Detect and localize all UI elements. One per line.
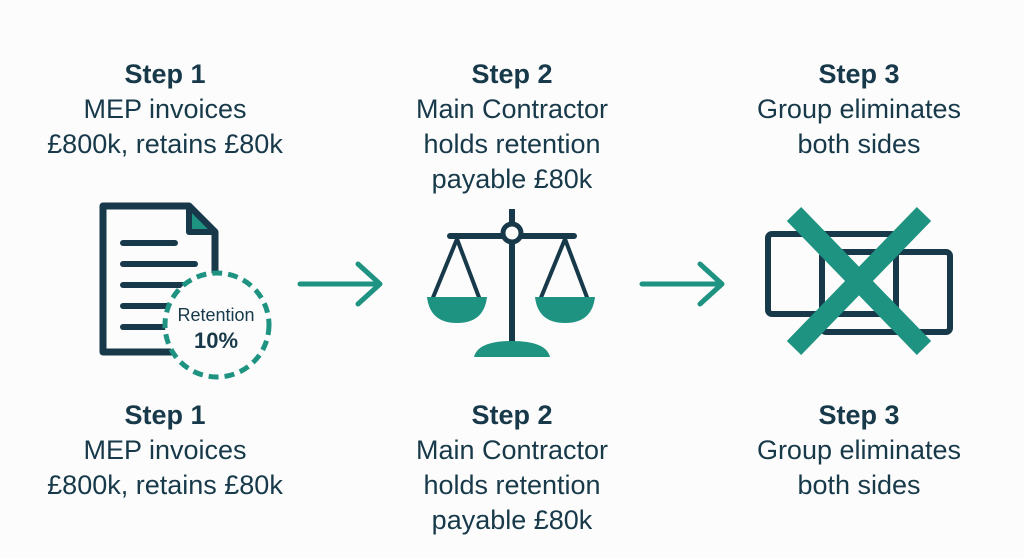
step-title: Step 1 [124,59,206,89]
step-description-line: MEP invoices [83,94,247,124]
retention-badge-value: 10% [194,328,238,353]
step-title: Step 2 [471,59,553,89]
step-description-line: MEP invoices [83,435,247,465]
step-description-line: holds retention [423,129,601,159]
step-2-bottom-caption: Step 2 Main Contractor holds retention p… [362,398,662,538]
step-1-bottom-caption: Step 1 MEP invoices £800k, retains £80k [15,398,315,503]
step-description-line: Group eliminates [756,94,962,124]
step-title: Step 3 [818,59,900,89]
step-title: Step 3 [818,400,900,430]
step-description-line: Main Contractor [415,435,609,465]
step-description-line: Main Contractor [415,94,609,124]
step-1-top-caption: Step 1 MEP invoices £800k, retains £80k [15,57,315,162]
step-description-line: both sides [797,129,921,159]
elimination-cross-icon [765,207,953,355]
step-2-top-caption: Step 2 Main Contractor holds retention p… [362,57,662,197]
step-description-line: £800k, retains £80k [47,129,283,159]
step-title: Step 1 [124,400,206,430]
step-description-line: £800k, retains £80k [47,470,283,500]
arrow-right-icon [297,261,383,307]
step-description-line: Group eliminates [756,435,962,465]
step-description-line: payable £80k [431,505,593,535]
balance-scale-icon [427,209,595,357]
step-3-bottom-caption: Step 3 Group eliminates both sides [709,398,1009,503]
retention-badge: Retention 10% [162,270,272,380]
step-description-line: holds retention [423,470,601,500]
arrow-right-icon [639,261,725,307]
invoice-document-icon: Retention 10% [99,202,272,380]
step-title: Step 2 [471,400,553,430]
retention-badge-label: Retention [177,305,254,325]
step-description-line: both sides [797,470,921,500]
step-description-line: payable £80k [431,164,593,194]
step-3-top-caption: Step 3 Group eliminates both sides [709,57,1009,162]
